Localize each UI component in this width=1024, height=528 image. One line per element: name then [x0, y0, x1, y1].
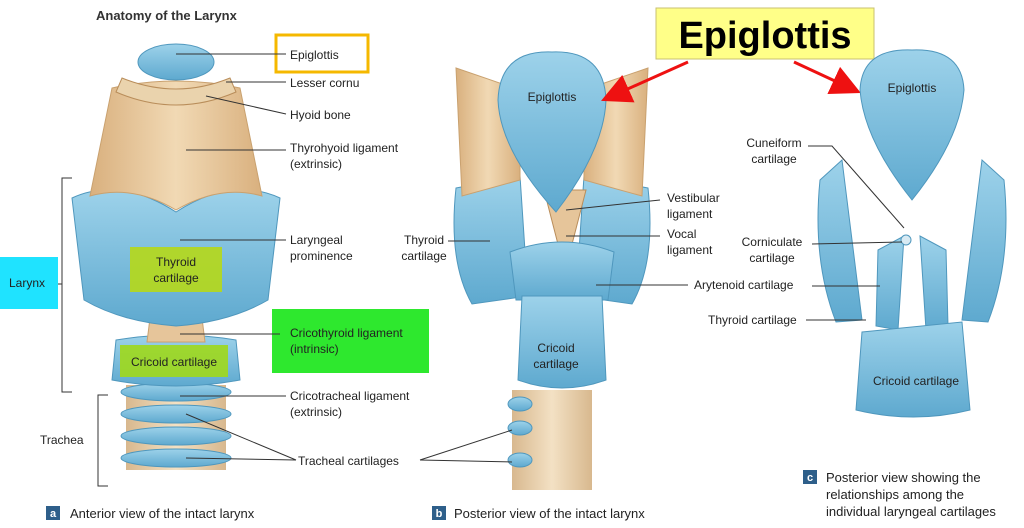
label-corniculate-cartilage: cartilage [749, 251, 795, 265]
figure-title: Anatomy of the Larynx [96, 8, 238, 23]
hyoid-bone-shape [115, 77, 237, 106]
arytenoid-shape-b [509, 241, 615, 301]
thyroid-left-wing-c [817, 158, 863, 323]
banner-text: Epiglottis [678, 15, 851, 57]
larynx-bracket [61, 177, 72, 393]
label-vocal: Vocal [667, 227, 696, 241]
label-cricoid-b-1: Cricoid [537, 341, 574, 355]
label-cricotracheal-extrinsic: (extrinsic) [290, 405, 342, 419]
label-cricoid-b-2: cartilage [533, 357, 579, 371]
thyroid-highlight-box [130, 247, 222, 292]
label-thyrohyoid-extrinsic: (extrinsic) [290, 157, 342, 171]
epiglottis-shape-a [137, 43, 215, 81]
badge-b [432, 506, 446, 520]
label-epiglottis-b: Epiglottis [528, 90, 577, 104]
cricoid-shape-b [517, 295, 607, 389]
caption-b: Posterior view of the intact larynx [454, 506, 645, 521]
label-cuneiform: Cuneiform [746, 136, 801, 150]
label-thyroid-a-1: Thyroid [156, 255, 196, 269]
label-cricotracheal-ligament: Cricotracheal ligament [290, 389, 410, 403]
panel-c-individual-cartilages: Epiglottis Cuneiform cartilage Cornicula… [708, 49, 1007, 519]
corniculate-shape [900, 234, 912, 246]
arytenoid-right-c [919, 235, 949, 331]
badge-b-letter: b [436, 508, 443, 520]
label-hyoid-bone: Hyoid bone [290, 108, 351, 122]
label-laryngeal: Laryngeal [290, 233, 343, 247]
label-epiglottis-c: Epiglottis [888, 81, 937, 95]
panel-b-posterior-view: Epiglottis Thyroid cartilage Vestibular … [401, 51, 794, 521]
label-vestibular-ligament: ligament [667, 207, 713, 221]
label-thyrohyoid-ligament: Thyrohyoid ligament [290, 141, 399, 155]
label-cricothyroid-ligament: Cricothyroid ligament [290, 326, 403, 340]
cricothyroid-highlight-box [272, 309, 429, 373]
label-trachea: Trachea [40, 433, 84, 447]
arrow-right [793, 60, 861, 95]
label-lesser-cornu: Lesser cornu [290, 76, 359, 90]
badge-c-letter: c [807, 472, 813, 484]
label-vestibular: Vestibular [667, 191, 720, 205]
label-larynx: Larynx [9, 276, 45, 290]
thyrohyoid-membrane-shape [89, 80, 263, 211]
arrow-left [601, 60, 689, 103]
label-tracheal-cartilages: Tracheal cartilages [298, 454, 399, 468]
badge-c [803, 470, 817, 484]
label-thyroid-c: Thyroid cartilage [708, 313, 797, 327]
label-cricoid-a: Cricoid cartilage [131, 355, 217, 369]
label-thyroid-b-2: cartilage [401, 249, 447, 263]
epiglottis-banner: Epiglottis [601, 7, 875, 103]
label-thyroid-b-1: Thyroid [404, 233, 444, 247]
caption-c-line-1: Posterior view showing the [826, 470, 981, 485]
caption-a: Anterior view of the intact larynx [70, 506, 255, 521]
label-thyroid-a-2: cartilage [153, 271, 199, 285]
label-cuneiform-cartilage: cartilage [751, 152, 797, 166]
badge-a [46, 506, 60, 520]
thyroid-left-wing-b [453, 175, 529, 305]
trachea-bracket [97, 394, 108, 487]
caption-c-line-3: individual laryngeal cartilages [826, 504, 996, 519]
thyroid-right-wing-c [961, 158, 1007, 323]
label-epiglottis-a: Epiglottis [290, 48, 339, 62]
label-corniculate: Corniculate [742, 235, 803, 249]
cricoid-shape-c [855, 321, 971, 418]
epiglottis-shape-c [859, 49, 965, 201]
caption-c-line-2: relationships among the [826, 487, 964, 502]
panel-a-anterior-view: Epiglottis Lesser cornu Hyoid bone Thyro… [0, 33, 429, 521]
badge-a-letter: a [50, 508, 57, 520]
label-vocal-ligament: ligament [667, 243, 713, 257]
larynx-highlight-box [0, 257, 58, 309]
cricoid-highlight-box [120, 345, 228, 377]
label-arytenoid: Arytenoid cartilage [694, 278, 794, 292]
label-cricoid-c: Cricoid cartilage [873, 374, 959, 388]
label-cricothyroid-intrinsic: (intrinsic) [290, 342, 339, 356]
label-prominence: prominence [290, 249, 353, 263]
arytenoid-left-c [875, 235, 905, 331]
epiglottis-shape-b [497, 51, 607, 213]
